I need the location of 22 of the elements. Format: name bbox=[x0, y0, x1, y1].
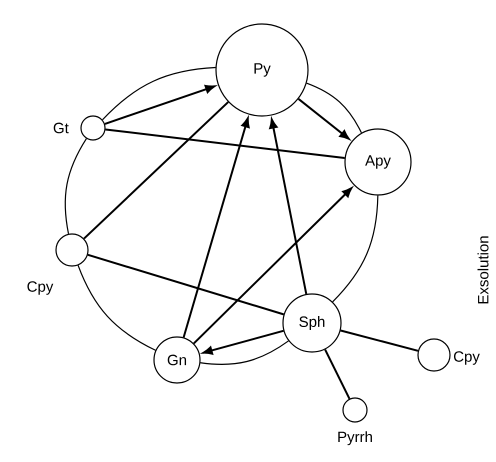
arrow bbox=[269, 118, 308, 294]
arrow bbox=[298, 98, 350, 140]
node-label: Gt bbox=[54, 122, 69, 134]
node-label: Pyrrh bbox=[338, 431, 372, 446]
connector-line bbox=[105, 128, 345, 159]
connector-line bbox=[102, 66, 216, 120]
node-label: Cpy bbox=[27, 281, 54, 295]
connector-line bbox=[306, 82, 362, 134]
arrow bbox=[182, 118, 250, 338]
connector-line bbox=[324, 349, 350, 400]
arrow bbox=[104, 84, 216, 125]
connector-line bbox=[83, 101, 229, 240]
connector-line bbox=[88, 254, 284, 316]
connector-line bbox=[340, 330, 418, 352]
connector-line bbox=[78, 265, 156, 351]
arrow bbox=[193, 187, 352, 344]
node-label: Cpy bbox=[454, 351, 480, 365]
connector-line bbox=[332, 196, 378, 302]
side-label: Exsolution bbox=[478, 236, 488, 304]
connector-line bbox=[200, 340, 289, 365]
arrow bbox=[202, 330, 284, 355]
connector-line bbox=[64, 138, 87, 234]
